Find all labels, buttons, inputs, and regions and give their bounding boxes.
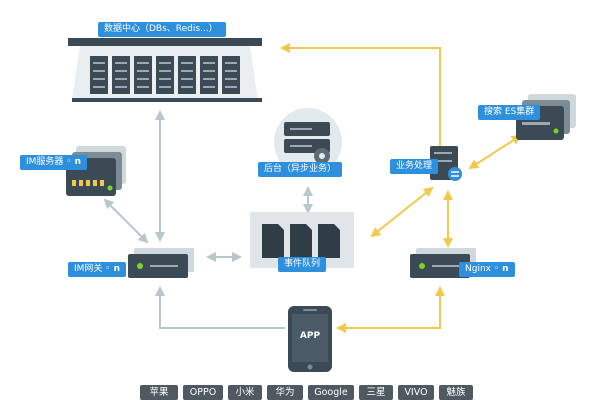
im-server-icon xyxy=(66,146,126,196)
brand-xiaomi: 小米 xyxy=(228,385,262,400)
connector-icon: n xyxy=(113,264,121,274)
im-server-label: IM服务器 ◦n xyxy=(20,155,88,170)
backend-label: 后台（异步业务） xyxy=(258,162,343,177)
app-phone xyxy=(288,306,332,372)
nginx-label: Nginx ◦n xyxy=(459,262,515,277)
arrow-imserver-imgateway xyxy=(103,198,149,244)
yellow-connections xyxy=(280,43,522,333)
brand-oppo: OPPO xyxy=(183,385,223,400)
app-label: APP xyxy=(299,331,321,341)
datacenter-label: 数据中心（DBs、Redis...） xyxy=(98,22,226,37)
business-label: 业务处理 xyxy=(390,159,439,174)
brand-samsung: 三星 xyxy=(359,385,393,400)
gray-connections xyxy=(103,110,313,329)
arrow-business-datacenter xyxy=(280,43,441,148)
brand-google: Google xyxy=(308,385,354,400)
event-queue-label: 事件队列 xyxy=(278,257,327,272)
brand-meizu: 魅族 xyxy=(439,385,473,400)
search-cluster-label: 搜索 ES集群 xyxy=(478,105,541,120)
datacenter-building xyxy=(68,38,262,102)
event-queue-box xyxy=(250,212,354,268)
arrow-business-search xyxy=(468,134,522,170)
brand-vivo: VIVO xyxy=(398,385,434,400)
brand-huawei: 华为 xyxy=(267,385,303,400)
im-gateway-label: IM网关 ◦n xyxy=(68,262,127,277)
arrow-app-imgateway xyxy=(155,286,285,329)
connector-icon: n xyxy=(502,264,509,274)
backend-server-icon xyxy=(274,108,342,176)
connector-icon: n xyxy=(74,157,82,167)
im-gateway-device xyxy=(128,248,194,278)
arrow-app-nginx xyxy=(336,286,445,333)
brand-apple: 苹果 xyxy=(140,385,178,400)
arrow-eventqueue-business xyxy=(370,186,434,238)
